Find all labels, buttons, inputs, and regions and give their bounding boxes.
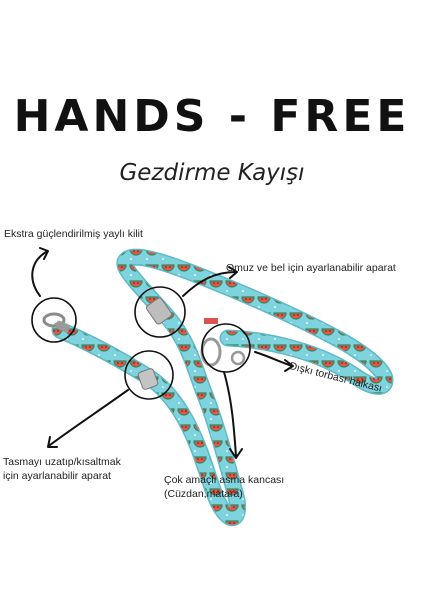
brand-tag [204, 318, 218, 324]
bag-arrow [254, 351, 293, 367]
length-buckle-icon [137, 368, 159, 390]
hook-highlight-circle [201, 323, 251, 373]
hook-label-line1: Çok amaçlı asma kancası [164, 474, 285, 486]
product-subtitle: Gezdirme Kayışı [119, 160, 305, 186]
lock-arrow [31, 251, 47, 297]
shoulder-label: Omuz ve bel için ayarlanabilir aparat [226, 262, 396, 274]
length-highlight-circle [124, 350, 174, 400]
shoulder-buckle-icon [145, 297, 173, 325]
length-label-line2: için ayarlanabilir aparat [3, 470, 111, 482]
lock-highlight-circle [31, 297, 77, 343]
product-title: HANDS - FREE [13, 91, 411, 142]
length-arrow [49, 389, 129, 446]
leash-strap [51, 248, 394, 527]
callout-arrows [31, 247, 294, 459]
hook-arrow [223, 371, 237, 457]
shoulder-arrow [182, 271, 237, 297]
hook-label-line2: (Cüzdan,matara) [164, 488, 243, 500]
length-label-line1: Tasmayı uzatıp/kısaltmak [3, 456, 121, 468]
bag-ring-icon [230, 350, 246, 366]
hook-ring-icon [200, 337, 222, 367]
shoulder-highlight-circle [134, 286, 186, 338]
snap-hook-icon [42, 312, 71, 333]
highlight-circles [31, 286, 251, 400]
lock-label: Ekstra güçlendirilmiş yaylı kilit [4, 228, 143, 240]
